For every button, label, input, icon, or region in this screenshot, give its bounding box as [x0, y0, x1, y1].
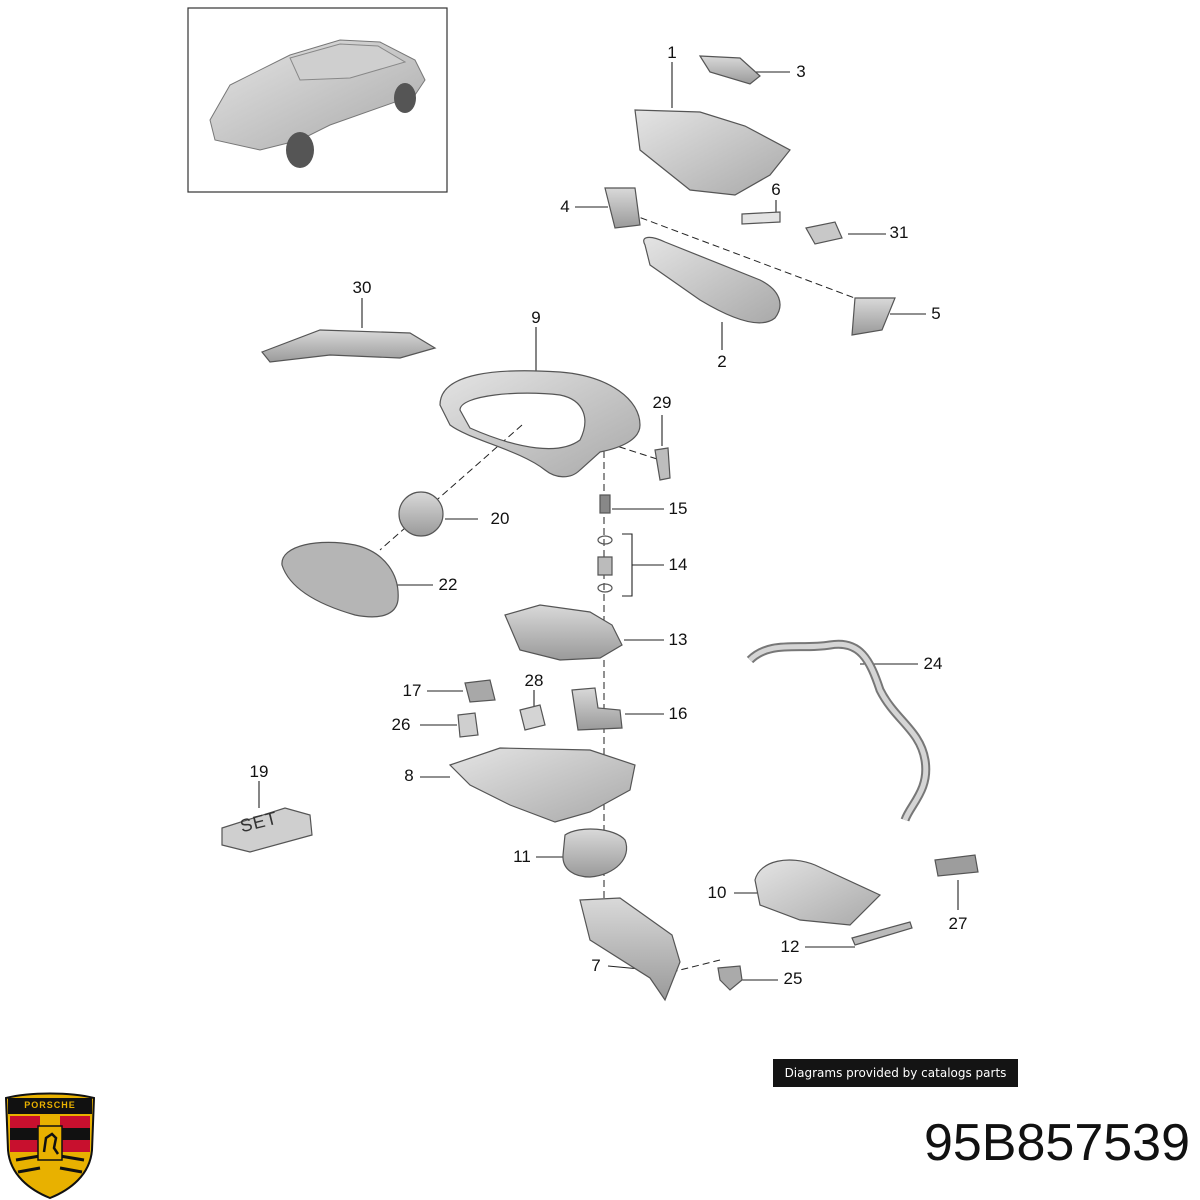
- callout-30: 30: [352, 278, 372, 297]
- callout-17: 17: [402, 681, 422, 700]
- callout-20: 20: [490, 509, 510, 528]
- part-10-cap: [754, 859, 882, 926]
- callout-25: 25: [783, 969, 803, 988]
- part-28-cap: [519, 704, 546, 731]
- callout-7: 7: [591, 956, 601, 975]
- parts-illustrations: [221, 55, 979, 1002]
- part-6-clip: [741, 211, 781, 225]
- part-5-cover: [851, 297, 896, 336]
- callout-31: 31: [889, 223, 909, 242]
- catalog-banner: Diagrams provided by catalogs parts: [773, 1059, 1018, 1087]
- callout-28: 28: [524, 671, 544, 690]
- part-17-module: [464, 679, 496, 703]
- part-27-connector: [934, 854, 979, 877]
- part-25-screw: [717, 965, 743, 991]
- callout-14: 14: [668, 555, 688, 574]
- part-9-frame: [439, 370, 641, 478]
- porsche-crest-logo: [4, 1092, 96, 1200]
- callout-5: 5: [931, 304, 941, 323]
- callout-11: 11: [513, 847, 531, 866]
- callout-16: 16: [668, 704, 688, 723]
- part-14-ring-bottom: [597, 583, 613, 593]
- part-13-bracket: [504, 604, 623, 661]
- callout-19: 19: [249, 762, 269, 781]
- part-11-seal: [562, 828, 628, 878]
- part-8-housing: [448, 747, 636, 823]
- callout-1: 1: [667, 43, 677, 62]
- part-29-cap: [654, 447, 671, 481]
- part-1-cover: [634, 109, 791, 196]
- callout-27: 27: [948, 914, 968, 933]
- part-22-glass: [281, 541, 399, 618]
- part-20-motor: [398, 491, 444, 537]
- part-14-ring-top: [597, 535, 613, 545]
- part-15-screw: [599, 494, 611, 514]
- part-26-lamp: [457, 712, 479, 738]
- callout-2: 2: [717, 352, 727, 371]
- logo-brand-text: PORSCHE: [24, 1100, 76, 1110]
- part-16-motor: [571, 687, 623, 731]
- part-14-spring: [597, 556, 613, 576]
- part-2-housing: [643, 236, 781, 324]
- callout-15: 15: [668, 499, 688, 518]
- part-24-harness: [746, 639, 931, 822]
- callout-6: 6: [771, 180, 781, 199]
- callout-10: 10: [707, 883, 727, 902]
- vehicle-inset: [187, 7, 448, 193]
- assembly-axes: [379, 209, 861, 976]
- part-4-bracket: [604, 187, 641, 229]
- callout-13: 13: [668, 630, 688, 649]
- callout-9: 9: [531, 308, 541, 327]
- part-7-arm: [579, 897, 681, 1002]
- part-31-sensor: [805, 221, 843, 245]
- part-19-set-box: [221, 807, 313, 853]
- callout-3: 3: [796, 62, 806, 81]
- leader-lines: [258, 62, 959, 981]
- callout-12: 12: [780, 937, 800, 956]
- callout-26: 26: [391, 715, 411, 734]
- callout-8: 8: [404, 766, 414, 785]
- part-3-bracket: [698, 55, 761, 85]
- callout-24: 24: [923, 654, 943, 673]
- part-number: 95B857539: [923, 1114, 1190, 1172]
- callout-4: 4: [560, 197, 570, 216]
- callout-22: 22: [438, 575, 458, 594]
- part-12-strip: [851, 921, 913, 946]
- callout-29: 29: [652, 393, 672, 412]
- part-30-trim: [261, 329, 437, 363]
